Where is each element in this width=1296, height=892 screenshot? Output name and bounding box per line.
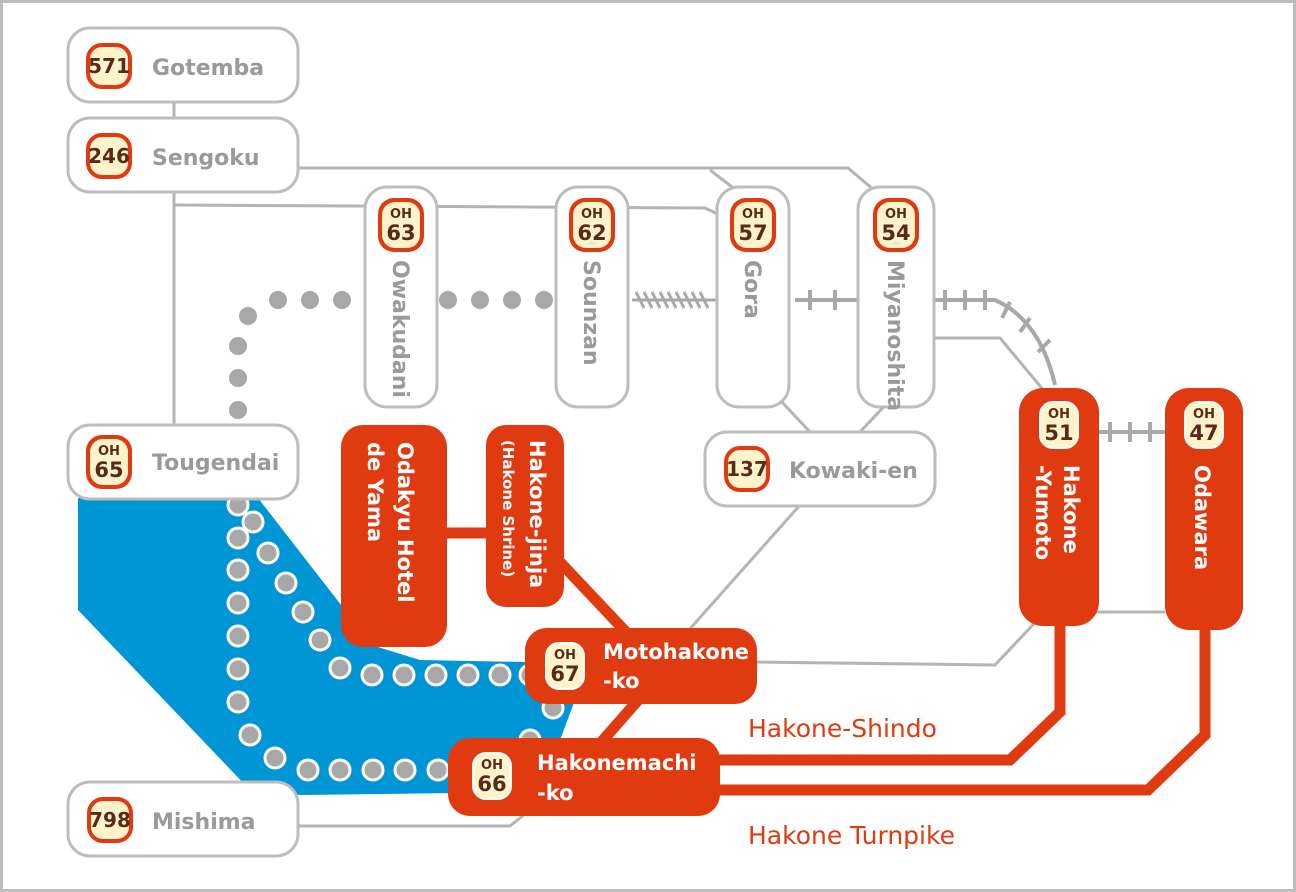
stop-name: Owakudani bbox=[387, 260, 412, 398]
stop-motohakone[interactable]: OH 67 Motohakone -ko bbox=[525, 628, 757, 704]
railway bbox=[795, 290, 1167, 442]
stop-name: Mishima bbox=[152, 810, 256, 835]
stop-name-line1: Motohakone bbox=[603, 640, 749, 664]
stop-prefix: OH bbox=[481, 758, 503, 773]
stop-name: Kowaki-en bbox=[789, 459, 918, 484]
stop-gora[interactable]: OH 57 Gora bbox=[715, 185, 791, 409]
stop-name-line2: -ko bbox=[603, 669, 640, 693]
stop-gotemba[interactable]: 571 Gotemba bbox=[66, 26, 300, 104]
stop-hakonemachi[interactable]: OH 66 Hakonemachi -ko bbox=[448, 738, 720, 816]
stop-sengoku[interactable]: 246 Sengoku bbox=[66, 116, 300, 194]
stop-odakyu-hotel[interactable]: Odakyu Hotel de Yama bbox=[341, 425, 447, 647]
stop-prefix: OH bbox=[1193, 407, 1215, 422]
stop-prefix: OH bbox=[98, 444, 120, 459]
lake-ashi bbox=[78, 498, 590, 795]
stop-name-line1: Hakone-jinja bbox=[525, 440, 549, 588]
stop-code: 67 bbox=[550, 662, 579, 686]
stop-name: Gotemba bbox=[152, 56, 264, 81]
stop-name: Sounzan bbox=[578, 260, 603, 366]
stop-name-line2: de Yama bbox=[363, 442, 387, 542]
stop-tougendai[interactable]: OH 65 Tougendai bbox=[66, 423, 300, 501]
stop-prefix: OH bbox=[390, 207, 412, 222]
route-label-turnpike: Hakone Turnpike bbox=[748, 821, 955, 850]
stop-name: Odawara bbox=[1190, 465, 1214, 570]
stop-code: 51 bbox=[1044, 421, 1073, 445]
stop-mishima[interactable]: 798 Mishima bbox=[66, 780, 300, 858]
stop-name-line2: -Yumoto bbox=[1031, 465, 1055, 560]
stop-code: 137 bbox=[726, 457, 768, 481]
stop-code: 65 bbox=[94, 458, 123, 482]
stop-prefix: OH bbox=[581, 207, 603, 222]
stop-prefix: OH bbox=[742, 207, 764, 222]
stop-code: 571 bbox=[88, 54, 130, 78]
stop-miyanoshita[interactable]: OH 54 Miyanoshita bbox=[856, 185, 936, 411]
stop-prefix: OH bbox=[1048, 407, 1070, 422]
stop-name: Tougendai bbox=[152, 451, 279, 476]
ropeway-upper bbox=[229, 291, 553, 419]
stop-code: 47 bbox=[1189, 421, 1218, 445]
stop-hakone-jinja[interactable]: Hakone-jinja (Hakone Shrine) bbox=[486, 425, 564, 607]
cable-car bbox=[632, 291, 718, 309]
stop-prefix: OH bbox=[885, 207, 907, 222]
stop-code: 798 bbox=[89, 808, 131, 832]
stop-sounzan[interactable]: OH 62 Sounzan bbox=[554, 185, 630, 409]
route-label-shindo: Hakone-Shindo bbox=[748, 714, 937, 743]
stop-name: Sengoku bbox=[152, 146, 260, 171]
stop-name-line2: (Hakone Shrine) bbox=[499, 440, 517, 577]
stop-prefix: OH bbox=[554, 648, 576, 663]
stop-name-line2: -ko bbox=[537, 781, 574, 805]
stop-name: Gora bbox=[739, 260, 764, 319]
stop-code: 66 bbox=[477, 772, 506, 796]
stop-hakone-yumoto[interactable]: OH 51 Hakone -Yumoto bbox=[1019, 388, 1099, 626]
stop-owakudani[interactable]: OH 63 Owakudani bbox=[363, 185, 439, 409]
stop-kowakien[interactable]: 137 Kowaki-en bbox=[703, 430, 937, 508]
stop-code: 57 bbox=[738, 221, 767, 245]
stop-name-line1: Odakyu Hotel bbox=[393, 442, 417, 602]
stop-odawara[interactable]: OH 47 Odawara bbox=[1165, 388, 1243, 630]
stop-code: 54 bbox=[881, 221, 910, 245]
stop-name: Miyanoshita bbox=[882, 260, 907, 411]
stop-code: 62 bbox=[577, 221, 606, 245]
stop-code: 63 bbox=[386, 221, 415, 245]
stop-name-line1: Hakonemachi bbox=[537, 751, 696, 775]
stop-code: 246 bbox=[88, 144, 130, 168]
stop-name-line1: Hakone bbox=[1059, 465, 1083, 554]
